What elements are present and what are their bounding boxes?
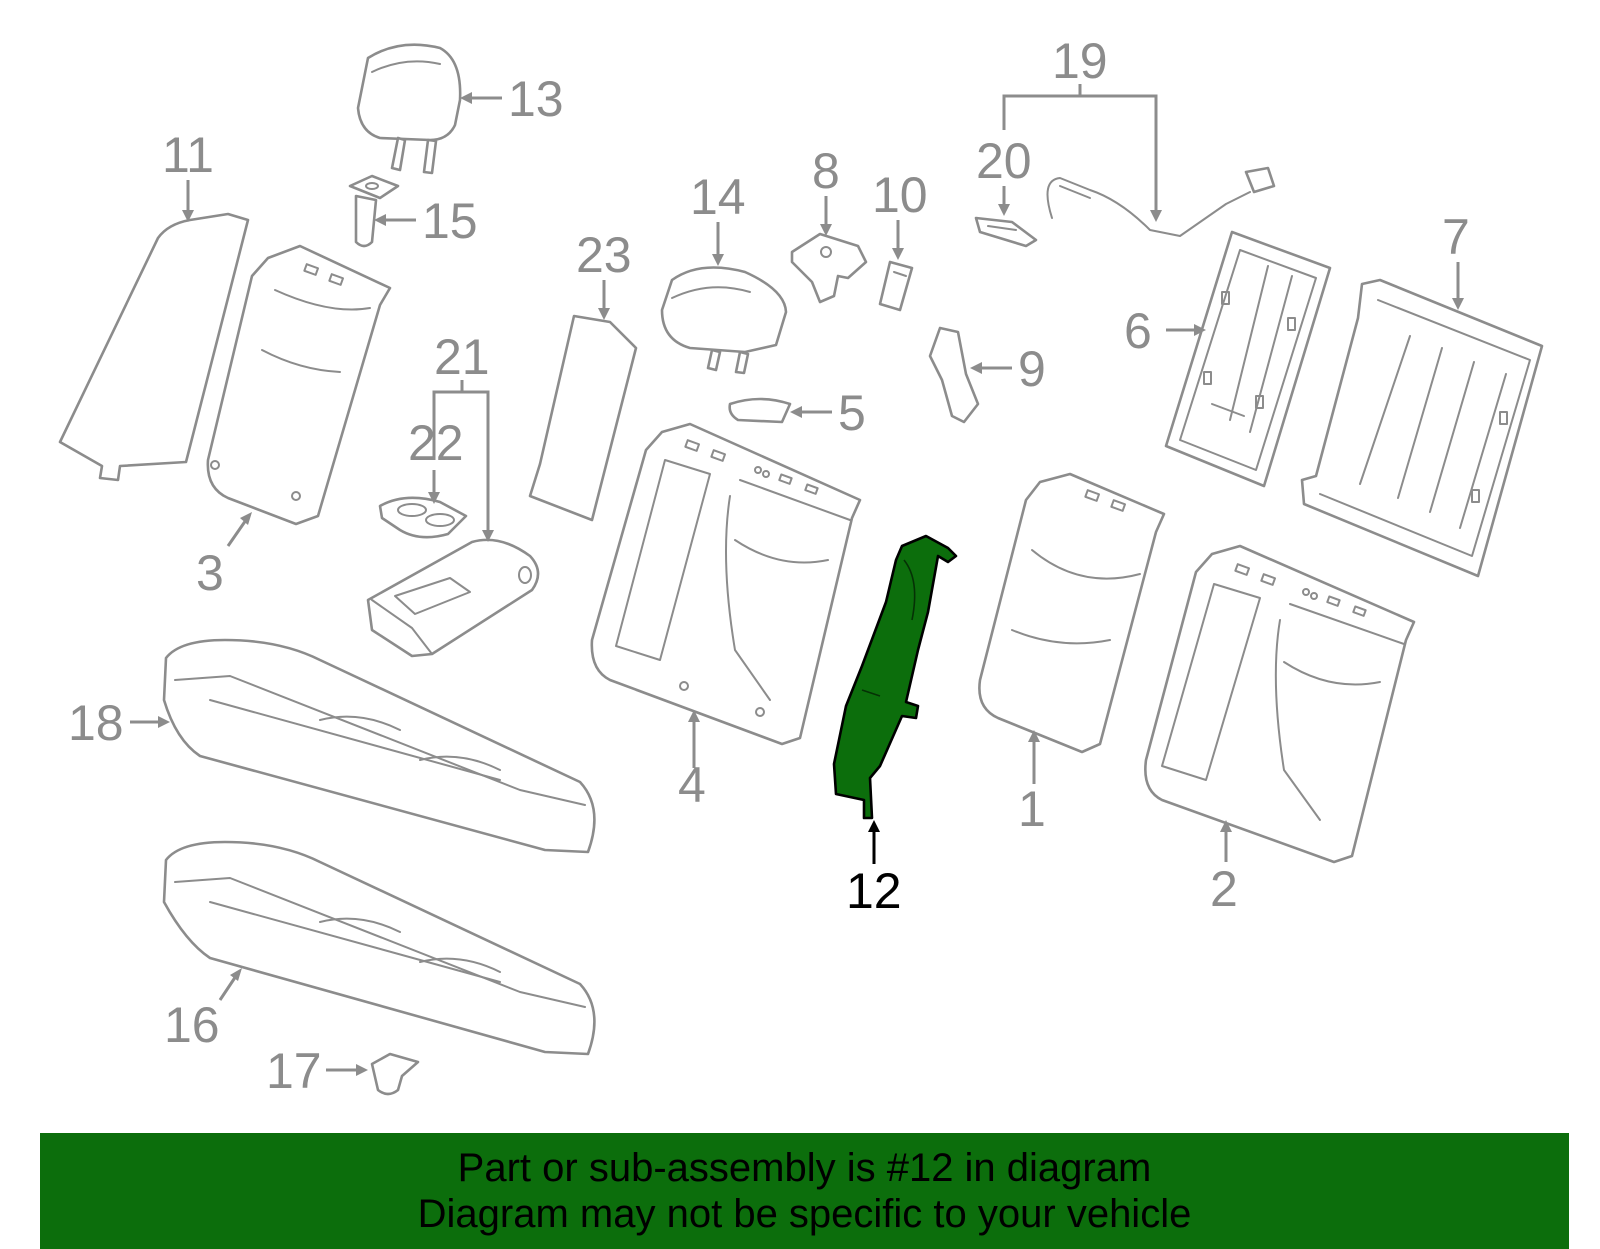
part-4-seatback-assembly[interactable] xyxy=(590,422,862,746)
callout-5[interactable]: 5 xyxy=(838,385,866,441)
callout-14[interactable]: 14 xyxy=(690,169,746,225)
part-7-seatback-frame[interactable] xyxy=(1300,278,1544,578)
callout-12[interactable]: 12 xyxy=(846,863,902,919)
callout-18[interactable]: 18 xyxy=(68,695,124,751)
part-21-armrest[interactable] xyxy=(366,538,540,658)
callout-15[interactable]: 15 xyxy=(422,193,478,249)
part-16-seat-cushion-lower[interactable] xyxy=(162,840,596,1056)
callout-16[interactable]: 16 xyxy=(164,997,220,1053)
banner-line-part: Part or sub-assembly is #12 in diagram xyxy=(457,1146,1152,1190)
callout-13[interactable]: 13 xyxy=(508,71,564,127)
callout-21[interactable]: 21 xyxy=(434,329,490,385)
callout-1[interactable]: 1 xyxy=(1018,781,1046,837)
callout-11[interactable]: 11 xyxy=(162,127,214,183)
callout-4[interactable]: 4 xyxy=(678,757,706,813)
callout-17[interactable]: 17 xyxy=(266,1043,322,1099)
callout-6[interactable]: 6 xyxy=(1124,303,1152,359)
part-3-seatback[interactable] xyxy=(206,244,392,526)
banner-line-disclaimer: Diagram may not be specific to your vehi… xyxy=(417,1192,1192,1236)
callout-leaders xyxy=(130,84,1464,1076)
callout-7[interactable]: 7 xyxy=(1442,209,1470,265)
callout-numbers: 13 15 11 3 22 21 18 16 17 23 14 5 8 10 9… xyxy=(68,33,1470,1099)
part-18-seat-cushion[interactable] xyxy=(162,638,596,854)
callout-20[interactable]: 20 xyxy=(976,133,1032,189)
part-20-connector[interactable] xyxy=(974,216,1038,248)
part-23-trim-panel[interactable] xyxy=(528,314,638,522)
part-2-seatback-assembly[interactable] xyxy=(1144,544,1416,864)
part-12-side-bolster-highlighted[interactable] xyxy=(832,534,958,820)
callout-10[interactable]: 10 xyxy=(872,167,928,223)
callout-8[interactable]: 8 xyxy=(812,143,840,199)
part-15-headrest-guide[interactable] xyxy=(348,174,400,248)
callout-3[interactable]: 3 xyxy=(196,545,224,601)
part-6-seatback-frame[interactable] xyxy=(1164,230,1332,488)
callout-22[interactable]: 22 xyxy=(408,415,464,471)
callout-19[interactable]: 19 xyxy=(1052,33,1108,89)
part-11-side-panel[interactable] xyxy=(58,212,250,482)
part-1-seatback-cover[interactable] xyxy=(978,472,1166,754)
callout-2[interactable]: 2 xyxy=(1210,861,1238,917)
part-19-wiring-harness[interactable] xyxy=(1046,166,1276,237)
callout-9[interactable]: 9 xyxy=(1018,341,1046,397)
part-10-small-bracket[interactable] xyxy=(878,260,914,312)
part-22-cup-holder[interactable] xyxy=(378,496,468,539)
part-8-bracket[interactable] xyxy=(790,232,868,304)
part-5-trim-cover[interactable] xyxy=(728,397,792,424)
part-14-headrest[interactable] xyxy=(660,266,788,375)
part-17-clip[interactable] xyxy=(370,1052,420,1096)
info-banner: Part or sub-assembly is #12 in diagram D… xyxy=(40,1133,1569,1249)
part-9-hinge[interactable] xyxy=(928,326,980,424)
callout-23[interactable]: 23 xyxy=(576,227,632,283)
part-13-headrest[interactable] xyxy=(356,43,462,175)
